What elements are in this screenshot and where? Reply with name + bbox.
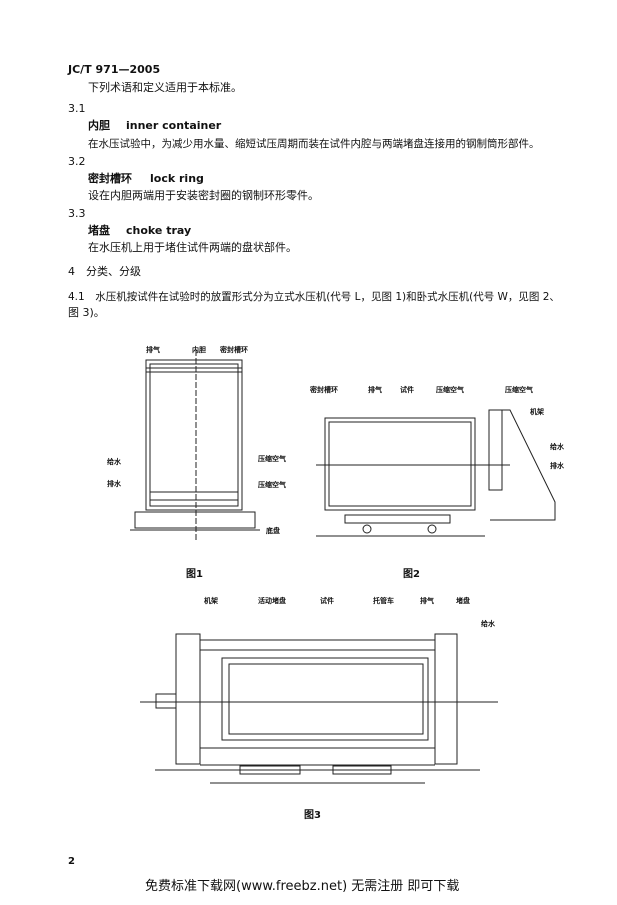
term-number: 3.1 xyxy=(68,102,86,115)
figure-2-diagram xyxy=(316,409,556,537)
label-lock-ring: 密封槽环 xyxy=(310,385,338,394)
figure-1-caption: 图1 xyxy=(186,569,203,580)
drawing-line xyxy=(427,524,437,534)
label-lock-ring: 密封槽环 xyxy=(220,345,248,354)
label-water-out: 排水 xyxy=(550,461,565,470)
term-zh: 内胆 xyxy=(88,119,110,132)
label-specimen: 试件 xyxy=(400,385,414,394)
label-choke-tray: 堵盘 xyxy=(456,596,470,605)
drawing-line xyxy=(145,359,243,511)
label-vent: 排气 xyxy=(420,596,434,605)
drawing-line xyxy=(490,409,556,521)
figure-1-labels: 排气 内胆 密封槽环 给水 排水 压缩空气 压缩空气 底盘 xyxy=(107,345,286,535)
drawing-line xyxy=(175,633,201,765)
term-en: inner container xyxy=(126,119,222,132)
label-vent: 排气 xyxy=(368,385,382,394)
figure-2-caption: 图2 xyxy=(403,569,420,580)
drawing-line xyxy=(149,363,239,507)
label-compressed-air: 压缩空气 xyxy=(258,454,286,463)
footer-watermark: 免费标准下载网(www.freebz.net) 无需注册 即可下载 xyxy=(145,879,460,894)
label-vent: 排气 xyxy=(146,345,160,354)
label-machine-frame: 机架 xyxy=(204,596,218,605)
drawing-line xyxy=(344,514,451,524)
standard-number: JC/T 971—2005 xyxy=(68,63,161,76)
label-pipe-cart: 托管车 xyxy=(373,596,394,605)
label-water-out: 排水 xyxy=(107,479,122,488)
term-definition: 设在内胆两端用于安装密封圈的钢制环形零件。 xyxy=(88,189,319,202)
drawing-line xyxy=(434,633,458,765)
term-en: choke tray xyxy=(126,224,192,237)
label-compressed-air: 压缩空气 xyxy=(505,385,533,394)
drawing-line xyxy=(328,421,472,507)
label-inner-container: 内胆 xyxy=(192,345,206,354)
label-movable-choke-tray: 活动堵盘 xyxy=(258,596,286,605)
term-definition: 在水压机上用于堵住试件两端的盘状部件。 xyxy=(88,241,297,254)
figure-3-diagram xyxy=(140,633,498,784)
label-water-in: 给水 xyxy=(481,619,496,628)
drawing-line xyxy=(362,524,372,534)
label-water-in: 给水 xyxy=(550,442,565,451)
drawing-line xyxy=(488,409,503,491)
page-number: 2 xyxy=(68,856,75,867)
section-heading: 4 分类、分级 xyxy=(68,265,141,278)
drawing-line xyxy=(155,693,177,709)
figure-3-caption: 图3 xyxy=(304,810,321,821)
intro-text: 下列术语和定义适用于本标准。 xyxy=(88,81,242,94)
term-definition: 在水压试验中，为减少用水量、缩短试压周期而装在试件内腔与两端堵盘连接用的钢制筒形… xyxy=(88,138,540,150)
drawing-line xyxy=(324,417,476,511)
label-compressed-air: 压缩空气 xyxy=(436,385,464,394)
figure-1-diagram xyxy=(130,350,260,540)
label-water-in: 给水 xyxy=(107,457,122,466)
figure-2-labels: 密封槽环 排气 试件 压缩空气 压缩空气 机架 给水 排水 xyxy=(310,385,565,470)
paragraph-line: 图 3)。 xyxy=(68,306,105,319)
term-number: 3.3 xyxy=(68,207,86,220)
drawing-line xyxy=(134,511,256,529)
paragraph-line: 4.1 水压机按试件在试验时的放置形式分为立式水压机(代号 L，见图 1)和卧式… xyxy=(68,291,560,303)
term-zh: 密封槽环 xyxy=(88,172,132,185)
term-en: lock ring xyxy=(150,172,204,185)
term-zh: 堵盘 xyxy=(88,224,110,237)
label-compressed-air: 压缩空气 xyxy=(258,480,286,489)
drawing-line xyxy=(221,657,429,741)
drawing-line xyxy=(228,663,424,735)
label-specimen: 试件 xyxy=(320,596,334,605)
label-base: 底盘 xyxy=(266,526,280,535)
term-number: 3.2 xyxy=(68,155,86,168)
label-machine-frame: 机架 xyxy=(530,407,544,416)
figure-3-labels: 机架 活动堵盘 试件 托管车 排气 堵盘 给水 xyxy=(204,596,496,628)
